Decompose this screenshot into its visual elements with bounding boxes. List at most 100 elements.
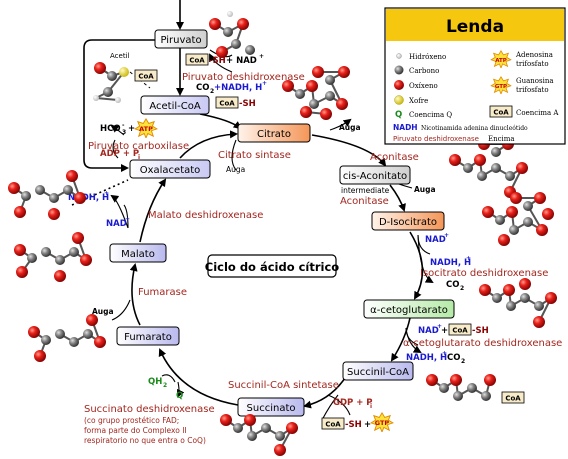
side-labels: Acetil Auga Auga intermediate Auga Auga xyxy=(92,52,436,316)
carbon-atom xyxy=(523,201,533,211)
oxygen-atom xyxy=(286,422,298,434)
hco3-sub: 3 xyxy=(122,129,126,136)
succinato-note: (co grupo prostético FAD; forma parte do… xyxy=(84,416,206,445)
node-succinil-coa-label: Succinil-CoA xyxy=(347,367,409,378)
carbon-atom xyxy=(325,91,335,101)
oxygen-atom xyxy=(479,284,491,296)
succinil-coa-molecule-tag: CoA xyxy=(501,391,525,404)
node-citrato: Citrato xyxy=(237,123,311,143)
legend-carbono: Carbono xyxy=(409,67,439,75)
oxygen-atom xyxy=(28,326,40,338)
sh-3: -SH xyxy=(472,326,489,336)
succinato-dh-cofactors: QH 2 Q xyxy=(148,377,183,401)
fumarato-molecule xyxy=(28,314,106,362)
legend-encima: Encima xyxy=(488,135,515,143)
carbon-atom xyxy=(495,215,505,225)
nadh-pdh-sup: + xyxy=(262,80,267,87)
legend-gtp-symbol: GTP xyxy=(495,84,507,90)
carbon-atom xyxy=(63,185,73,195)
nad-malato: NAD xyxy=(106,219,127,229)
enzyme-fumarase: Fumarase xyxy=(138,287,187,298)
carbon-atom xyxy=(223,27,233,37)
succinato-note-line2: forma parte do Complexo II xyxy=(84,426,187,435)
arrow-citrato-cisaconitato xyxy=(311,134,387,167)
oxygen-atom xyxy=(482,206,494,218)
molecule-models xyxy=(8,11,557,456)
gdp: GDP + P xyxy=(333,398,373,408)
oxygen-atom xyxy=(536,224,548,236)
enzyme-labels: Piruvato deshidroxenase Piruvato carboxi… xyxy=(84,72,562,415)
qh2-sub: 2 xyxy=(163,382,167,389)
carbon-atom xyxy=(247,431,257,441)
carbon-atom xyxy=(325,75,335,85)
oxygen-atom xyxy=(34,350,46,362)
node-succinato: Succinato xyxy=(237,397,305,417)
oxygen-atom xyxy=(14,244,26,256)
succinil-molecule xyxy=(426,374,496,401)
node-acetil-coa: Acetil-CoA xyxy=(140,95,210,115)
carbon-atom xyxy=(477,171,487,181)
legend-q-symbol: Q xyxy=(395,110,402,120)
carbon-atom xyxy=(41,247,51,257)
node-cetoglutarato-label: α-cetoglutarato xyxy=(370,305,448,316)
oxygen-atom xyxy=(336,98,348,110)
co2-iso-sub: 2 xyxy=(460,285,464,292)
node-piruvato-label: Piruvato xyxy=(160,35,201,46)
arrow-fumarato-malato xyxy=(129,263,141,326)
hco3: HCO xyxy=(100,124,121,134)
oxygen-atom xyxy=(74,192,86,204)
oxygen-atom xyxy=(534,192,546,204)
node-succinil-coa: Succinil-CoA xyxy=(342,361,414,381)
cycle-title: Ciclo do ácido cítrico xyxy=(205,254,340,278)
oxygen-atom xyxy=(545,292,557,304)
hydrogen-atom xyxy=(115,97,121,103)
oxygen-atom xyxy=(66,170,78,182)
co2-ceto: CO xyxy=(447,353,460,363)
node-oxalacetato-label: Oxalacetato xyxy=(140,165,201,176)
arrow-succinato-fumarato xyxy=(158,348,239,406)
malato-molecule xyxy=(14,232,92,282)
carbon-atom xyxy=(231,39,241,49)
oxygen-atom xyxy=(503,284,515,296)
node-fumarato: Fumarato xyxy=(116,326,180,346)
oxygen-atom xyxy=(16,266,28,278)
nadh-ceto-sup: + xyxy=(442,350,447,357)
isocitrato-molecule xyxy=(482,192,554,246)
nad-iso: NAD xyxy=(425,235,446,245)
oxygen-atom xyxy=(237,18,249,30)
nadh-ceto: NADH, H xyxy=(406,353,447,363)
nad-ceto-sup: + xyxy=(437,323,442,330)
carbon-icon xyxy=(394,65,404,75)
legend: Lenda Hidróxeno Carbono Oxíxeno Xofre Q … xyxy=(384,7,566,145)
cycle-title-text: Ciclo do ácido cítrico xyxy=(205,260,340,274)
enzyme-aconitase-2: Aconitase xyxy=(340,196,389,207)
oxygen-icon xyxy=(394,80,404,90)
oxygen-atom xyxy=(86,314,98,326)
carbon-atom xyxy=(35,185,45,195)
q-1: Q xyxy=(176,391,183,401)
legend-coa-symbol: CoA xyxy=(493,109,509,117)
enzyme-citrato-sintase: Citrato sintase xyxy=(218,150,291,161)
label-auga-3: Auga xyxy=(414,185,436,194)
legend-xofre: Xofre xyxy=(409,97,428,105)
carbon-atom xyxy=(49,193,59,203)
oxygen-atom xyxy=(216,46,228,58)
plus-gtp: + xyxy=(364,420,371,430)
nadh-iso-sup: + xyxy=(466,255,471,262)
oxygen-atom xyxy=(300,106,312,118)
hco3-plus: + xyxy=(128,124,135,134)
carbon-atom xyxy=(481,391,491,401)
carbon-atom xyxy=(55,255,65,265)
carbon-atom xyxy=(233,423,243,433)
enzyme-succinil-coa-sintetase: Succinil-CoA sintetase xyxy=(228,380,339,391)
sh-2: -SH xyxy=(239,99,256,109)
oxygen-atom xyxy=(450,374,462,386)
legend-coencima-q: Coencima Q xyxy=(409,111,452,119)
node-fumarato-label: Fumarato xyxy=(124,332,172,343)
oxygen-atom xyxy=(306,80,318,92)
carbon-atom xyxy=(467,383,477,393)
oxygen-atom xyxy=(506,206,518,218)
carbon-atom xyxy=(506,301,516,311)
oxygen-atom xyxy=(220,414,232,426)
label-acetil: Acetil xyxy=(110,52,130,60)
